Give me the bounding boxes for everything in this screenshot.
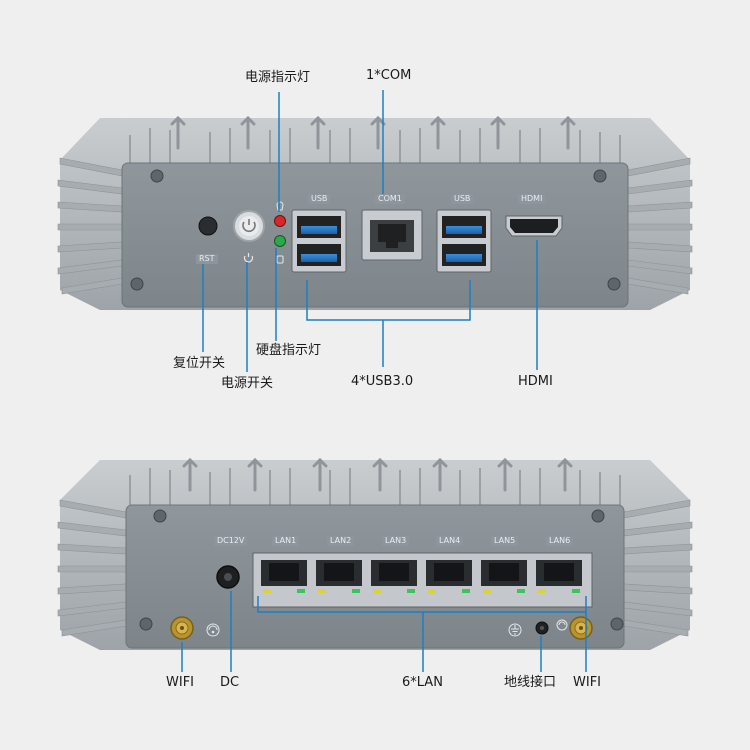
lan6-port-label: LAN6 [546,536,574,546]
lan3-port-label: LAN3 [382,536,410,546]
callout-usb: 4*USB3.0 [351,374,414,389]
wifi-antenna-left[interactable] [170,616,194,640]
power-symbol-icon [243,253,254,263]
usb-port-left[interactable] [291,209,347,273]
callout-dc: DC [220,675,240,690]
lan5-port-label: LAN5 [491,536,519,546]
power-button[interactable] [233,210,265,242]
hdmi-port-label: HDMI [518,194,546,204]
com-port[interactable] [361,209,423,261]
power-led-icon [276,201,284,211]
callout-line-usb [306,280,471,367]
dc-port-label: DC12V [214,536,248,546]
ground-icon [508,623,522,637]
rst-port-label: RST [196,254,218,264]
callout-lan: 6*LAN [402,675,443,690]
callout-hdmi: HDMI [518,374,553,389]
callout-lines [181,90,587,672]
ground-terminal[interactable] [535,621,549,635]
callout-hdd-led: 硬盘指示灯 [256,343,322,358]
top-screws [130,169,621,291]
top-unit [57,115,693,310]
usb-port-right[interactable] [436,209,492,273]
lan2-port-label: LAN2 [327,536,355,546]
wifi-icon [206,623,220,637]
lan1-port-label: LAN1 [272,536,300,546]
callout-wifi-left: WIFI [166,675,194,690]
bottom-screws [139,509,624,631]
com-port-label: COM1 [375,194,405,204]
wifi-antenna-right[interactable] [569,616,593,640]
bottom-unit [57,457,693,650]
reset-button[interactable] [198,216,218,236]
hdd-icon [276,255,284,264]
power-led [274,215,286,227]
callout-power-led: 电源指示灯 [245,70,311,85]
hdmi-port[interactable] [505,215,563,237]
callout-reset: 复位开关 [173,356,226,371]
usb-right-port-label: USB [451,194,474,204]
callout-com: 1*COM [366,68,412,83]
callout-wifi-right: WIFI [573,675,601,690]
wifi-icon-right [556,619,568,631]
lan-ports[interactable] [261,560,582,593]
usb-left-port-label: USB [308,194,331,204]
dc-jack[interactable] [216,565,240,589]
hdd-led [274,235,286,247]
lan4-port-label: LAN4 [436,536,464,546]
callout-power-switch: 电源开关 [221,376,274,391]
callout-line-lan [257,596,587,672]
callout-ground: 地线接口 [504,675,557,690]
lan-block [252,552,593,608]
